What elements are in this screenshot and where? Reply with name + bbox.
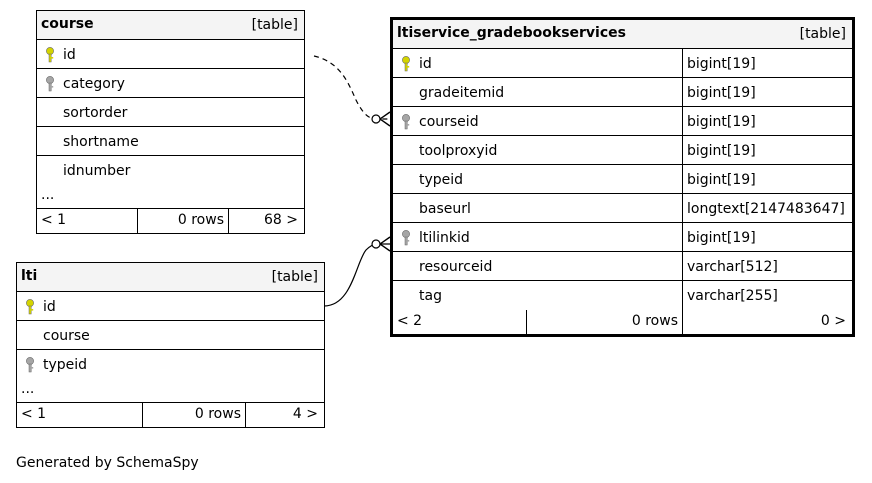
edge-lti-ltilinkid (323, 243, 390, 307)
more-columns-ellipsis: ... (17, 379, 324, 403)
foreign-key-icon (399, 229, 413, 247)
column-name: course (43, 328, 90, 344)
parents-count[interactable]: < 1 (41, 212, 67, 228)
column-name: sortorder (63, 105, 128, 121)
table-header[interactable]: ltiservice_gradebookservices [table] (393, 20, 852, 49)
table-footer: < 2 0 rows 0 > (393, 310, 852, 334)
edge-course-courseid (313, 55, 390, 120)
foreign-key-icon (23, 356, 37, 374)
column-name: baseurl (419, 201, 471, 217)
column-row-tag[interactable]: tag varchar[255] (393, 281, 852, 310)
column-row-id[interactable]: id bigint[19] (393, 49, 852, 78)
table-course[interactable]: course [table] id category sortorder shortn… (36, 10, 305, 234)
row-count: 0 rows (526, 310, 682, 334)
column-row-resourceid[interactable]: resourceid varchar[512] (393, 252, 852, 281)
column-row-shortname[interactable]: shortname (37, 127, 304, 156)
column-row-ltilinkid[interactable]: ltilinkid bigint[19] (393, 223, 852, 252)
column-name: id (43, 299, 56, 315)
column-row-typeid[interactable]: typeid (17, 350, 324, 379)
column-name: courseid (419, 114, 479, 130)
table-name: course (41, 16, 94, 32)
column-row-idnumber[interactable]: idnumber (37, 156, 304, 185)
more-columns-ellipsis: ... (37, 185, 304, 209)
table-type-label: [table] (271, 269, 318, 285)
table-header[interactable]: course [table] (37, 11, 304, 40)
edge-crowfoot (379, 111, 391, 127)
column-type: varchar[255] (682, 281, 852, 310)
column-name: id (419, 56, 432, 72)
column-row-gradeitemid[interactable]: gradeitemid bigint[19] (393, 78, 852, 107)
column-name: category (63, 76, 125, 92)
column-type: bigint[19] (682, 49, 852, 77)
column-row-id[interactable]: id (37, 40, 304, 69)
edge-zero-marker (371, 114, 381, 124)
edge-crowfoot (379, 236, 391, 252)
primary-key-icon (23, 298, 37, 316)
table-header[interactable]: lti [table] (17, 263, 324, 292)
table-footer: < 1 0 rows 68 > (37, 209, 304, 233)
generated-by-label: Generated by SchemaSpy (16, 455, 199, 471)
edge-zero-marker (371, 239, 381, 249)
column-type: varchar[512] (682, 252, 852, 280)
column-name: shortname (63, 134, 139, 150)
column-row-course[interactable]: course (17, 321, 324, 350)
column-type: bigint[19] (682, 78, 852, 106)
column-row-baseurl[interactable]: baseurl longtext[2147483647] (393, 194, 852, 223)
column-name: idnumber (63, 163, 131, 179)
column-row-typeid[interactable]: typeid bigint[19] (393, 165, 852, 194)
column-row-category[interactable]: category (37, 69, 304, 98)
column-name: typeid (43, 357, 88, 373)
table-name: lti (21, 268, 38, 284)
children-count[interactable]: 4 > (245, 403, 324, 427)
column-type: bigint[19] (682, 107, 852, 135)
column-type: bigint[19] (682, 136, 852, 164)
column-type: bigint[19] (682, 165, 852, 193)
parents-count[interactable]: < 2 (397, 313, 423, 329)
table-type-label: [table] (251, 17, 298, 33)
children-count[interactable]: 68 > (228, 209, 304, 233)
column-row-toolproxyid[interactable]: toolproxyid bigint[19] (393, 136, 852, 165)
column-type: longtext[2147483647] (682, 194, 852, 222)
table-lti[interactable]: lti [table] id course typeid ... < 1 0 row… (16, 262, 325, 428)
column-name: id (63, 47, 76, 63)
foreign-key-icon (43, 75, 57, 93)
table-footer: < 1 0 rows 4 > (17, 403, 324, 427)
table-name: ltiservice_gradebookservices (397, 25, 626, 41)
column-name: ltilinkid (419, 230, 470, 246)
column-name: toolproxyid (419, 143, 498, 159)
column-row-courseid[interactable]: courseid bigint[19] (393, 107, 852, 136)
children-count[interactable]: 0 > (682, 310, 852, 334)
primary-key-icon (43, 46, 57, 64)
row-count: 0 rows (137, 209, 228, 233)
column-name: tag (419, 288, 442, 304)
foreign-key-icon (399, 113, 413, 131)
table-type-label: [table] (799, 26, 846, 42)
row-count: 0 rows (142, 403, 245, 427)
column-name: gradeitemid (419, 85, 505, 101)
primary-key-icon (399, 55, 413, 73)
parents-count[interactable]: < 1 (21, 406, 47, 422)
column-row-id[interactable]: id (17, 292, 324, 321)
column-name: typeid (419, 172, 464, 188)
table-ltiservice-gradebookservices[interactable]: ltiservice_gradebookservices [table] id b… (390, 17, 855, 337)
column-name: resourceid (419, 259, 493, 275)
column-row-sortorder[interactable]: sortorder (37, 98, 304, 127)
column-type: bigint[19] (682, 223, 852, 251)
